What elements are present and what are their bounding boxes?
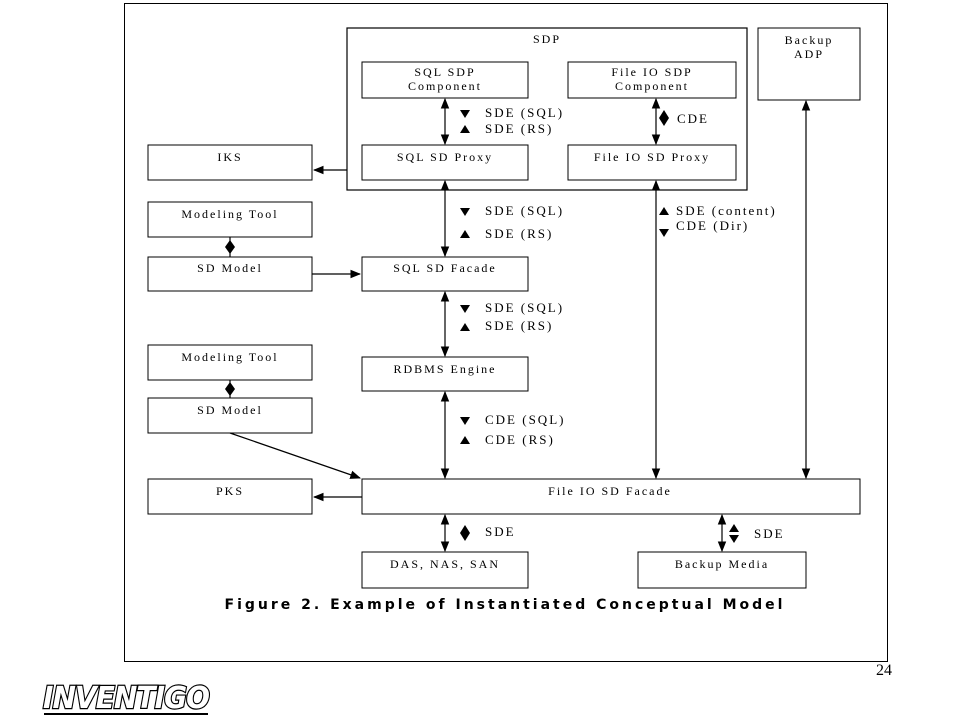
modeling-tool-box-2: Modeling Tool [147, 344, 313, 381]
backup-media-box: Backup Media [637, 551, 807, 589]
das-nas-san-label: DAS, NAS, SAN [390, 557, 500, 571]
page-number: 24 [876, 662, 892, 679]
pks-box: PKS [147, 478, 313, 515]
sql-sd-proxy-box: SQL SD Proxy [361, 144, 529, 181]
sd-model-2-label: SD Model [197, 403, 263, 417]
annotation-cde-rs: CDE (RS) [485, 432, 555, 447]
annotation-sde-2: SDE [754, 526, 785, 541]
sql-sd-facade-label: SQL SD Facade [393, 261, 497, 275]
sql-sd-proxy-label: SQL SD Proxy [397, 150, 493, 164]
down-arrow-icon-dir [659, 229, 669, 237]
file-io-sd-facade-label: File IO SD Facade [548, 484, 672, 498]
sql-sd-facade-box: SQL SD Facade [361, 256, 529, 292]
down-arrow-icon-1 [460, 110, 470, 118]
diamond-marker-2 [225, 382, 235, 396]
down-arrow-icon-sde-2 [729, 535, 739, 543]
backup-adp-label-line1: Backup [785, 33, 834, 47]
connector-sd-model-2-to-file-facade [229, 432, 362, 479]
modeling-tool-box-1: Modeling Tool [147, 201, 313, 238]
file-io-sdp-component-label-line1: File IO SDP [611, 65, 692, 79]
diamond-icon-sde-1 [460, 525, 470, 541]
pks-label: PKS [216, 484, 244, 498]
slide-frame [124, 3, 888, 662]
sdp-group-label: SDP [533, 32, 561, 46]
file-io-sd-proxy-box: File IO SD Proxy [567, 144, 737, 181]
inventigo-logo: INVENTIGO [42, 680, 212, 717]
down-arrow-icon-3 [460, 305, 470, 313]
inventigo-logo-text: INVENTIGO [43, 681, 209, 716]
das-nas-san-box: DAS, NAS, SAN [361, 551, 529, 589]
up-arrow-icon-sde-2 [729, 524, 739, 532]
iks-label: IKS [217, 150, 242, 164]
up-arrow-icon-3 [460, 323, 470, 331]
up-arrow-icon-4 [460, 436, 470, 444]
up-arrow-icon-1 [460, 125, 470, 133]
file-io-sd-proxy-label: File IO SD Proxy [594, 150, 710, 164]
modeling-tool-2-label: Modeling Tool [181, 350, 278, 364]
file-io-sd-facade-box: File IO SD Facade [361, 478, 861, 515]
down-arrow-icon-2 [460, 208, 470, 216]
rdbms-engine-box: RDBMS Engine [361, 356, 529, 392]
annotation-cde-1: CDE [677, 111, 709, 126]
down-arrow-icon-4 [460, 417, 470, 425]
sql-sdp-component-label-line2: Component [408, 79, 482, 93]
sd-model-1-label: SD Model [197, 261, 263, 275]
annotation-sde-sql-2: SDE (SQL) [485, 203, 564, 218]
iks-box: IKS [147, 144, 313, 181]
backup-adp-label-line2: ADP [794, 47, 824, 61]
annotation-sde-rs-2: SDE (RS) [485, 226, 553, 241]
file-io-sdp-component-label-line2: Component [615, 79, 689, 93]
annotation-sde-rs-1: SDE (RS) [485, 121, 553, 136]
annotation-cde-sql: CDE (SQL) [485, 412, 565, 427]
file-io-sdp-component-box: File IO SDP Component [567, 61, 737, 99]
backup-media-label: Backup Media [675, 557, 769, 571]
annotation-sde-sql-3: SDE (SQL) [485, 300, 564, 315]
figure-caption: Figure 2. Example of Instantiated Concep… [225, 597, 786, 613]
annotation-sde-rs-3: SDE (RS) [485, 318, 553, 333]
sql-sdp-component-box: SQL SDP Component [361, 61, 529, 99]
up-arrow-icon-content [659, 207, 669, 215]
diamond-marker-1 [225, 240, 235, 254]
sql-sdp-component-label-line1: SQL SDP [414, 65, 475, 79]
annotation-sde-content: SDE (content) [676, 203, 777, 218]
diamond-icon-cde-1 [659, 110, 669, 126]
sdp-group [346, 27, 748, 191]
modeling-tool-1-label: Modeling Tool [181, 207, 278, 221]
backup-adp-box: Backup ADP [757, 27, 861, 101]
annotation-sde-1: SDE [485, 524, 516, 539]
annotation-sde-sql-1: SDE (SQL) [485, 105, 564, 120]
rdbms-engine-label: RDBMS Engine [393, 362, 496, 376]
sd-model-box-2: SD Model [147, 397, 313, 434]
sd-model-box-1: SD Model [147, 256, 313, 292]
annotation-cde-dir: CDE (Dir) [676, 218, 749, 233]
up-arrow-icon-2 [460, 230, 470, 238]
